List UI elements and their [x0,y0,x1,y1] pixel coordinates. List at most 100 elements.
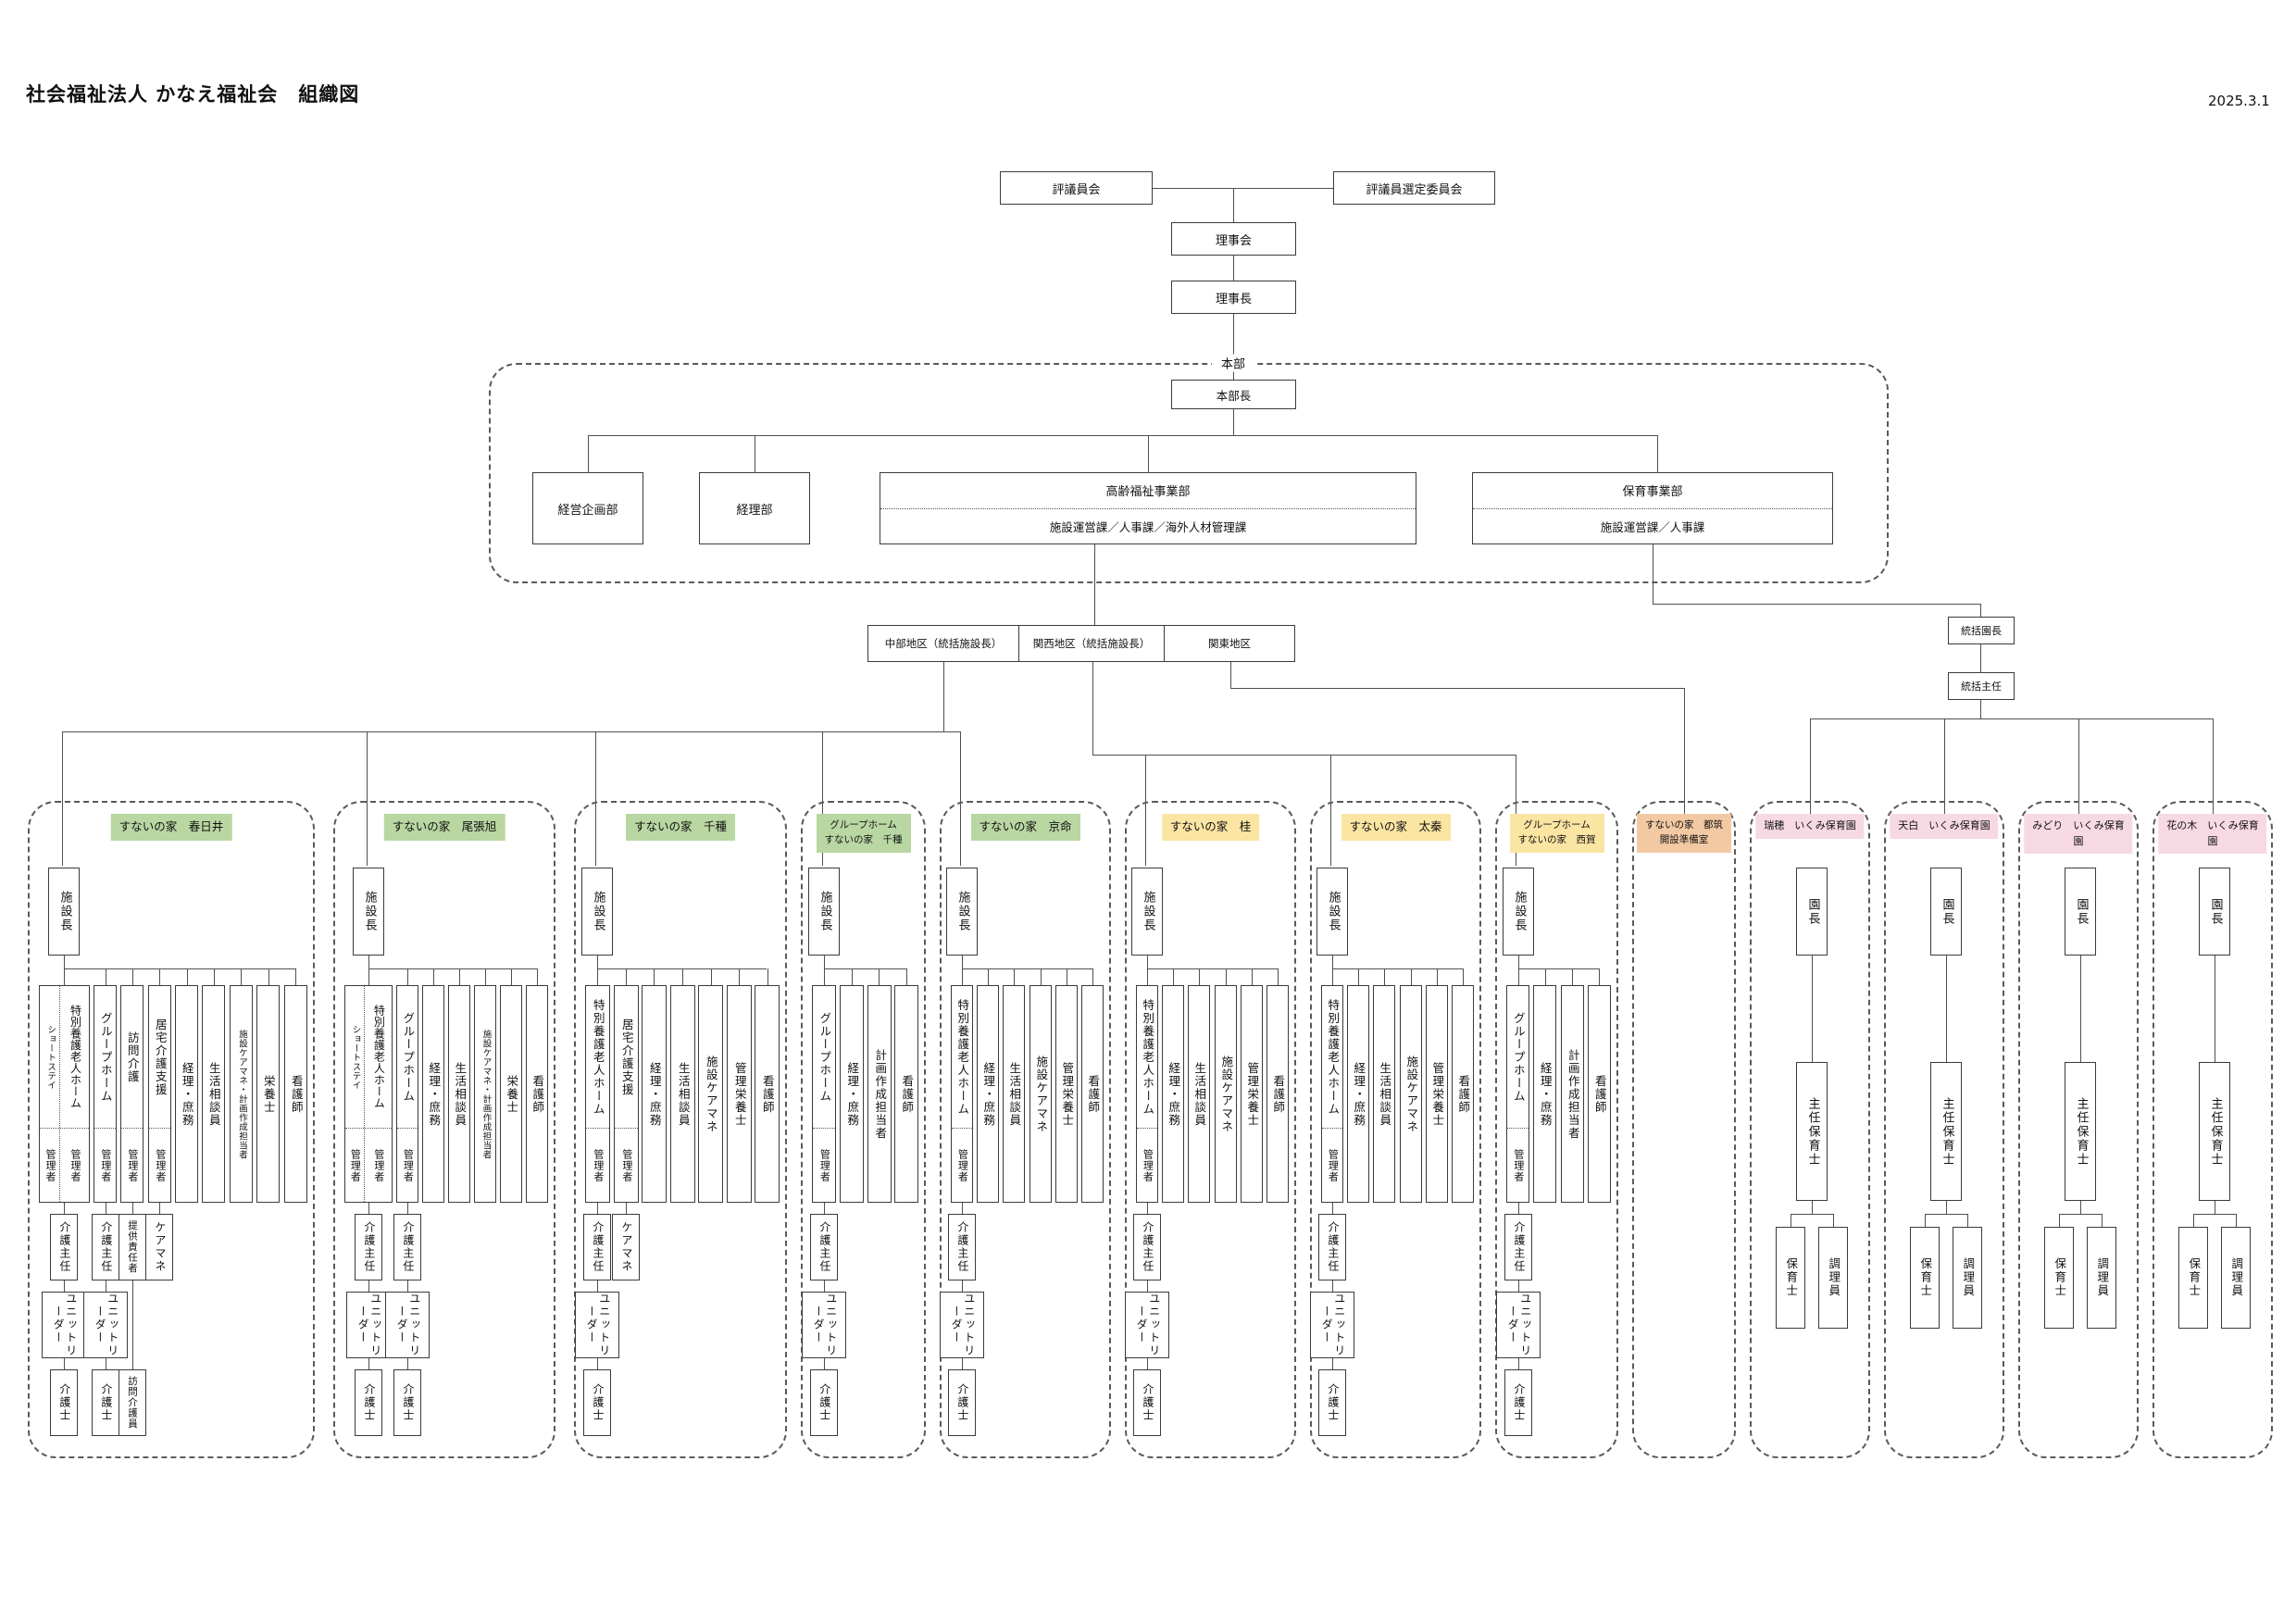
vertical-label: 訪問介護 [125,1031,140,1083]
department-box: 管理栄養士 [1426,985,1448,1203]
connector-line [2080,956,2081,1062]
vertical-label: 施設ケアマネ [704,1055,718,1133]
facility-name: みどり いくみ保育 [2032,819,2125,831]
facility-header: 天白 いくみ保育園 [1890,814,1999,839]
vertical-label: 経理・庶務 [845,1061,860,1127]
connector-line [2059,1214,2103,1215]
connector-line [626,1203,627,1214]
connector-line [1946,1201,1947,1214]
department-box: 看護師 [894,985,918,1203]
facility-name: すないの家 春日井 [119,819,224,833]
facility-column: すないの家 都筑開設準備室 [1632,801,1736,1458]
department-box: ショートステイ管理者特別養護老人ホーム管理者 [344,985,393,1203]
department-box: 生活相談員 [1188,985,1210,1203]
accounting-dept-box: 経理部 [699,472,810,544]
facility-header: すないの家 都筑開設準備室 [1637,814,1731,853]
vertical-label: 経理・庶務 [1352,1061,1366,1127]
facility-name: グループホーム [830,819,897,831]
connector-line [1812,1201,1813,1214]
connector-line [1980,700,1981,718]
connector-line [1041,968,1042,985]
vertical-label: 管理者 [402,1148,415,1182]
facility-name: 花の木 いくみ保育 [2166,819,2259,831]
connector-line [407,1203,408,1214]
department-title: 栄養士 [501,986,521,1202]
staff-box: 調理員 [1953,1227,1982,1329]
vertical-label: 経理・庶務 [1538,1061,1553,1127]
facility-column: 天白 いくみ保育園園長主任保育士保育士調理員 [1884,801,2004,1458]
connector-line [1332,956,1333,968]
connector-line [943,662,944,731]
connector-line [1147,1358,1148,1369]
headquarters-label: 本部 [1211,354,1255,372]
connector-line [962,1280,963,1292]
department-box: 生活相談員 [202,985,225,1203]
connector-line [1233,409,1234,435]
connector-line [824,1203,825,1214]
vertical-label: 管理者 [69,1148,81,1182]
facility-name-line2: 園 [2207,834,2218,847]
staff-box: ケアマネ [612,1214,640,1280]
department-box: 経理・庶務 [977,985,999,1203]
connector-line [1980,604,1981,617]
vertical-label: 管理者 [620,1148,633,1182]
department-title: 特別養護老人ホーム [1137,986,1157,1128]
connector-line [822,731,823,866]
department-box: 生活相談員 [1373,985,1395,1203]
vertical-label: 管理者 [1142,1148,1154,1182]
staff-box: ユニットリーダー [83,1292,128,1358]
staff-box: ユニットリーダー [385,1292,430,1358]
manager-label: 管理者 [345,1128,364,1202]
elder-division-title: 高齢福祉事業部 [880,473,1416,509]
composite-department: ショートステイ管理者特別養護老人ホーム管理者 [345,986,392,1202]
composite-sub: 特別養護老人ホーム管理者 [60,986,89,1202]
department-title: 管理栄養士 [728,986,751,1202]
connector-line [2102,1214,2103,1227]
department-box: グループホーム管理者 [94,985,117,1203]
vertical-label: 介護士 [817,1383,831,1422]
connector-line [1833,1214,1834,1227]
department-box: 施設ケアマネ・計画作成担当者 [474,985,496,1203]
vertical-label: ユニットリーダー [356,1293,382,1357]
department-box: 居宅介護支援管理者 [148,985,171,1203]
vertical-label: 施設長 [1326,891,1341,932]
nursery-director-box: 園長 [2199,868,2230,956]
vertical-label: グループホーム [1511,1011,1526,1103]
vertical-label: 介護士 [57,1383,71,1422]
facility-column: みどり いくみ保育園園長主任保育士保育士調理員 [2018,801,2139,1458]
department-box: 看護師 [1081,985,1104,1203]
vertical-label: 施設ケアマネ・計画作成担当者 [480,1029,492,1159]
childcare-division-title: 保育事業部 [1473,473,1832,509]
department-box: 看護師 [1452,985,1474,1203]
staff-box: 調理員 [1818,1227,1848,1329]
connector-line [1599,968,1600,985]
vertical-label: 園長 [1940,897,1954,926]
department-title: 施設ケアマネ [1216,986,1236,1202]
vertical-label: ユニットリーダー [1506,1293,1532,1357]
connector-line [1967,1214,1968,1227]
vertical-label: 調理員 [2095,1257,2110,1298]
manager-label: 管理者 [60,1128,89,1202]
facility-column: 瑞穂 いくみ保育園園長主任保育士保育士調理員 [1750,801,1870,1458]
department-title: 看護師 [755,986,779,1202]
connector-line [1518,1280,1519,1292]
department-box: 経理・庶務 [175,985,198,1203]
department-box: 経理・庶務 [840,985,864,1203]
manager-label: 管理者 [952,1128,972,1202]
staff-box: ケアマネ [145,1214,173,1280]
vertical-label: 経理・庶務 [180,1061,194,1127]
vertical-label: 保育士 [1918,1257,1933,1298]
connector-line [1791,1214,1834,1215]
department-title: 特別養護老人ホーム [60,986,89,1128]
vertical-label: 特別養護老人ホーム [1141,998,1155,1116]
facility-header: すないの家 尾張旭 [383,814,505,841]
department-box: グループホーム管理者 [812,985,836,1203]
department-box: 看護師 [526,985,548,1203]
connector-line [64,956,65,968]
connector-line [1092,662,1093,755]
department-box: 特別養護老人ホーム管理者 [951,985,973,1203]
manager-label: 管理者 [121,1128,143,1202]
connector-line [2193,1214,2194,1227]
vertical-label: 介護士 [1141,1383,1154,1422]
department-title: 居宅介護支援 [615,986,638,1128]
